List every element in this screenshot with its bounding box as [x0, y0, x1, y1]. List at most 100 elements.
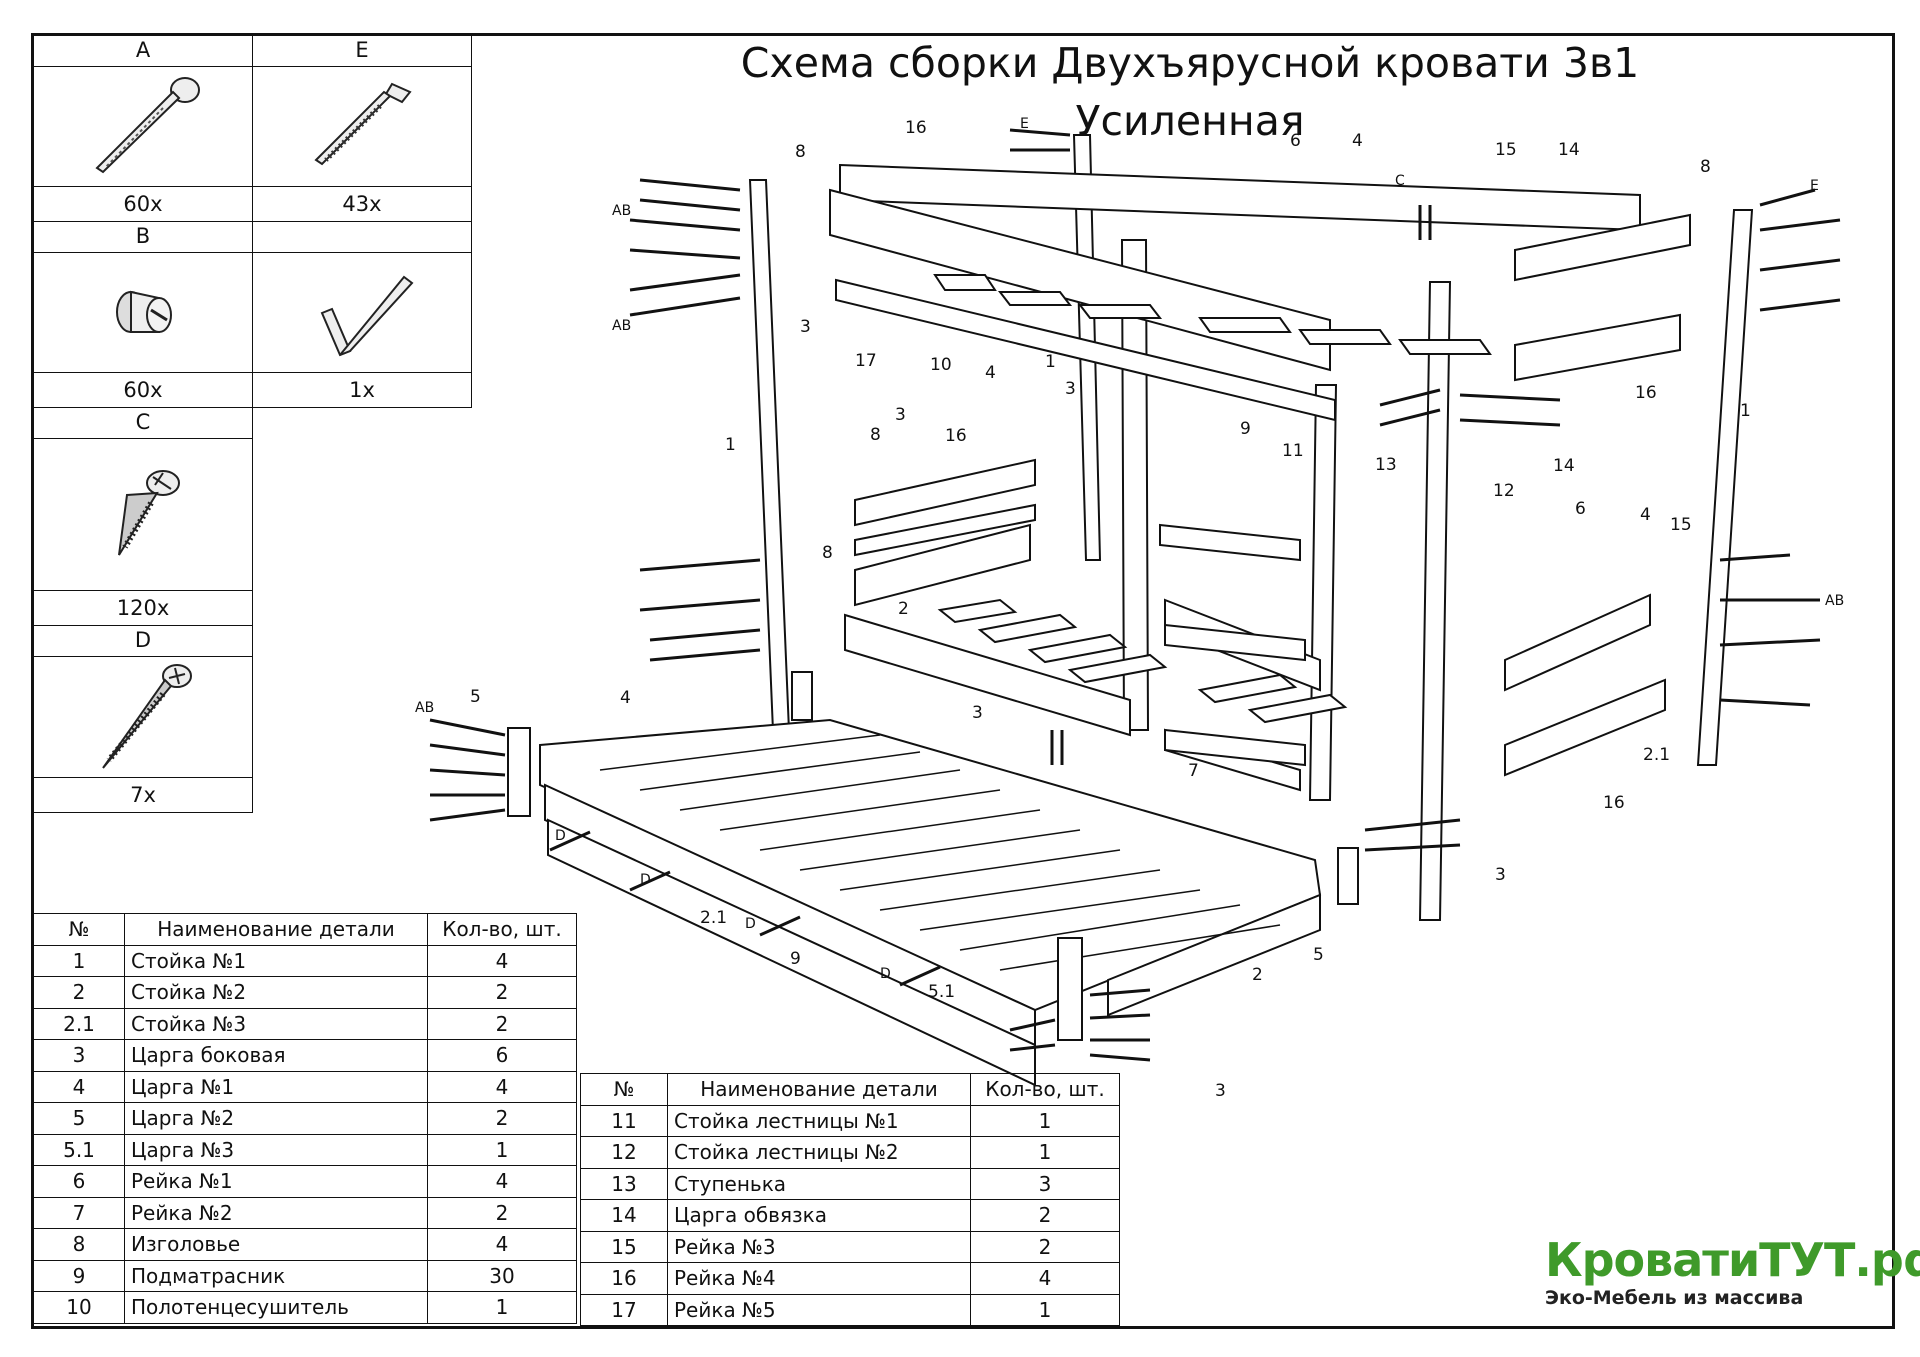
brand-tagline: Эко-Мебель из массива [1545, 1287, 1804, 1309]
part-callout: 6 [1290, 131, 1301, 151]
part-callout: 14 [1558, 140, 1580, 160]
part-callout: 7 [1188, 761, 1199, 781]
part-name: Стойка №3 [124, 1007, 428, 1040]
part-qty: 4 [427, 944, 577, 977]
part-callout: 8 [795, 142, 806, 162]
fastener-mark: D [640, 872, 651, 888]
post-2-right [1337, 847, 1359, 905]
part-number: 3 [33, 1039, 125, 1072]
post-rear-left [748, 179, 792, 756]
part-callout: 6 [1575, 499, 1586, 519]
lower-rail-16b [854, 503, 1036, 557]
part-callout: 2 [1252, 965, 1263, 985]
part-qty: 2 [427, 1102, 577, 1135]
upper-slats [933, 274, 1492, 355]
part-name: Стойка лестницы №2 [667, 1136, 971, 1169]
part-number: 1 [33, 944, 125, 977]
part-callout: 8 [1700, 157, 1711, 177]
part-number: 6 [33, 1165, 125, 1198]
part-qty: 1 [427, 1133, 577, 1166]
fastener-lines [429, 128, 1841, 1062]
part-callout: 11 [1282, 441, 1304, 461]
part-callout: 14 [1553, 456, 1575, 476]
part-qty: 1 [970, 1104, 1120, 1137]
page-title: Схема сборки Двухъярусной кровати 3в1 Ус… [740, 39, 1640, 145]
part-qty: 2 [427, 1007, 577, 1040]
part-callout: 5 [470, 687, 481, 707]
part-qty: 2 [427, 1196, 577, 1229]
part-callout: 8 [870, 425, 881, 445]
part-callout: 15 [1670, 515, 1692, 535]
part-callout: 2.1 [700, 908, 727, 928]
post-right [1696, 209, 1754, 766]
fastener-mark: D [880, 966, 891, 982]
part-callout: 8 [822, 543, 833, 563]
fastener-mark: C [1395, 173, 1405, 189]
part-name: Царга №1 [124, 1070, 428, 1103]
part-number: 12 [580, 1136, 668, 1169]
part-name: Рейка №1 [124, 1165, 428, 1198]
part-name: Стойка №1 [124, 944, 428, 977]
barrel-screw-icon [252, 66, 472, 187]
col-qty-header: Кол-во, шт. [427, 913, 577, 946]
fastener-mark: AB [612, 318, 631, 334]
part-name: Рейка №5 [667, 1293, 971, 1326]
post-front-right [1418, 281, 1452, 921]
ladder-post [1308, 384, 1338, 801]
part-name: Подматрасник [124, 1259, 428, 1292]
part-number: 8 [33, 1228, 125, 1261]
post-2-1-left [507, 727, 531, 817]
part-callout: 16 [1635, 383, 1657, 403]
lower-headboard [1504, 593, 1651, 692]
part-callout: 4 [1640, 505, 1651, 525]
part-callout: 10 [930, 355, 952, 375]
col-name-header: Наименование детали [667, 1073, 971, 1106]
ladder-step-3 [1164, 728, 1306, 767]
part-callout: 3 [800, 317, 811, 337]
lower-slats [937, 598, 1348, 724]
upper-rail-16 [1514, 313, 1681, 382]
part-callout: 1 [1045, 352, 1056, 372]
part-qty: 1 [970, 1293, 1120, 1326]
fastener-mark: E [1810, 178, 1819, 194]
pullout-slats [599, 734, 1281, 971]
part-name: Ступенька [667, 1167, 971, 1200]
part-callout: 1 [1740, 401, 1751, 421]
part-callout: 3 [895, 405, 906, 425]
part-name: Рейка №4 [667, 1262, 971, 1295]
part-callout: 9 [790, 949, 801, 969]
part-callout: 16 [1603, 793, 1625, 813]
upper-rail-side [835, 278, 1336, 422]
part-callout: 17 [855, 351, 877, 371]
fastener-mark: D [555, 828, 566, 844]
part-callout: 2 [898, 599, 909, 619]
part-qty: 3 [970, 1167, 1120, 1200]
part-callout: 3 [972, 703, 983, 723]
fastener-mark: AB [612, 203, 631, 219]
part-name: Полотенцесушитель [124, 1291, 428, 1324]
part-qty: 2 [970, 1230, 1120, 1263]
part-name: Изголовье [124, 1228, 428, 1261]
part-callout: 5 [1313, 945, 1324, 965]
part-number: 7 [33, 1196, 125, 1229]
part-name: Царга боковая [124, 1039, 428, 1072]
part-number: 4 [33, 1070, 125, 1103]
hex-key-icon [252, 252, 472, 373]
col-qty-header: Кол-во, шт. [970, 1073, 1120, 1106]
part-name: Рейка №2 [124, 1196, 428, 1229]
